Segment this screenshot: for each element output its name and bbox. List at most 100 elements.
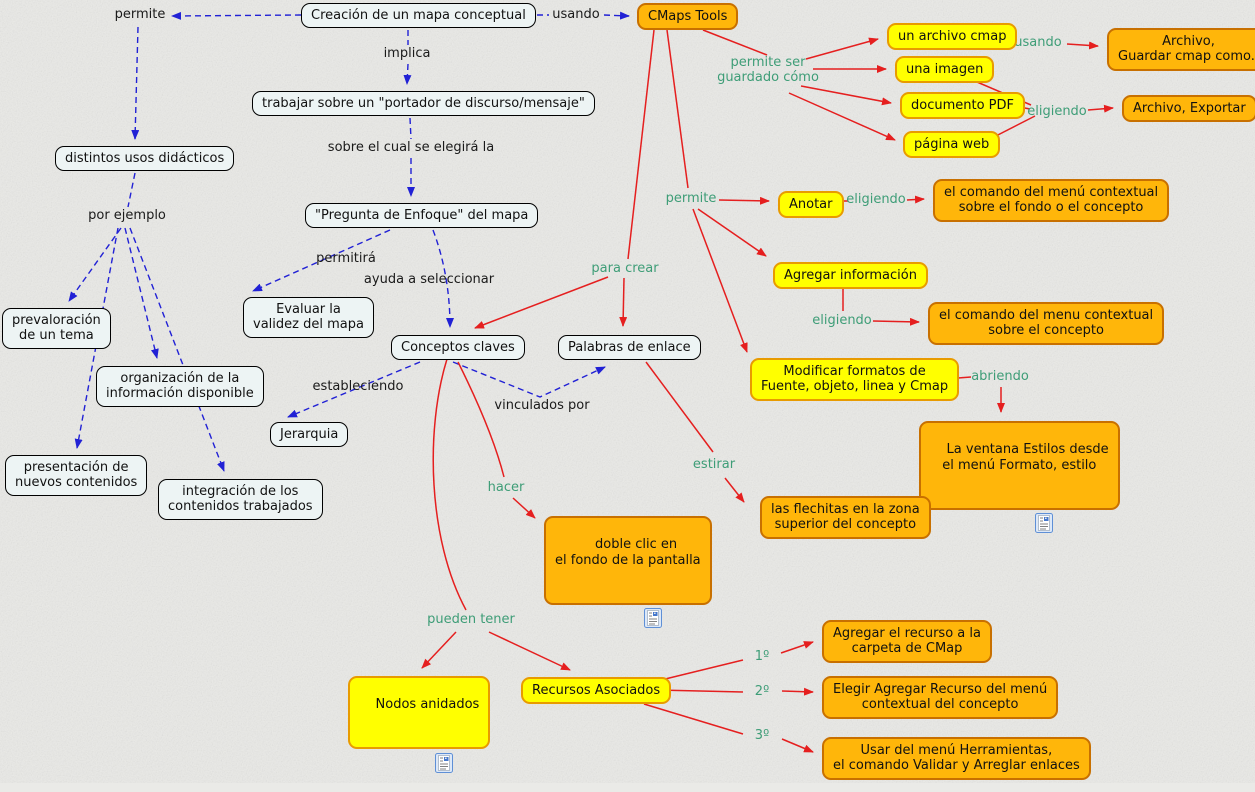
- edge-paracrear-palabras: [619, 277, 628, 327]
- node-anotar[interactable]: Anotar: [778, 191, 844, 219]
- link-label-eligiendo-exportar[interactable]: eligiendo: [1027, 104, 1087, 119]
- node-cmaps-tools[interactable]: CMaps Tools: [637, 3, 739, 31]
- node-guardar-como[interactable]: Archivo, Guardar cmap como..: [1107, 28, 1255, 71]
- link-label-abriendo[interactable]: abriendo: [971, 369, 1029, 384]
- edge-recursos-paso3-a: [643, 703, 744, 735]
- link-label-hacer[interactable]: hacer: [487, 480, 525, 495]
- link-label-paso3[interactable]: 3º: [754, 728, 770, 743]
- link-label-por-ejemplo[interactable]: por ejemplo: [88, 208, 166, 223]
- edge-porejemplo-integracion: [129, 227, 225, 472]
- link-label-permite-ser[interactable]: permite ser guardado cómo: [717, 55, 819, 85]
- edge-puedentener-nodos: [421, 631, 457, 669]
- node-agregar-info[interactable]: Agregar información: [773, 262, 928, 290]
- link-label-eligiendo-anotar[interactable]: eligiendo: [846, 192, 906, 207]
- node-label: Nodos anidados: [375, 697, 480, 713]
- node-organizacion[interactable]: organización de la información disponibl…: [96, 366, 264, 407]
- edge-paracrear-conceptos: [474, 276, 609, 329]
- link-label-ayuda[interactable]: ayuda a seleccionar: [363, 272, 495, 287]
- node-distintos[interactable]: distintos usos didácticos: [55, 146, 235, 172]
- node-label: doble clic en el fondo de la pantalla: [555, 537, 701, 568]
- edge-permite-agregarinfo: [697, 208, 767, 257]
- resource-icon[interactable]: [1010, 498, 1054, 533]
- edge-permiteser-web: [788, 92, 896, 141]
- link-label-usando-top[interactable]: usando: [552, 7, 600, 22]
- node-exportar[interactable]: Archivo, Exportar: [1122, 95, 1255, 123]
- node-modificar[interactable]: Modificar formatos de Fuente, objeto, li…: [750, 358, 960, 401]
- node-prevaloracion[interactable]: prevaloración de un tema: [2, 308, 111, 349]
- edge-permiteser-archivocmap: [805, 37, 879, 60]
- link-label-paso1[interactable]: 1º: [754, 649, 770, 664]
- edge-puedentener-recursos: [488, 631, 571, 671]
- edge-conceptos-hacer-a: [457, 361, 505, 478]
- link-label-paso2[interactable]: 2º: [754, 684, 770, 699]
- node-nodos-anidados[interactable]: Nodos anidados: [348, 676, 491, 773]
- link-label-para-crear[interactable]: para crear: [591, 261, 659, 276]
- resource-icon[interactable]: [410, 737, 453, 773]
- node-doble-clic[interactable]: doble clic en el fondo de la pantalla: [544, 516, 712, 628]
- link-label-eligiendo-agregar[interactable]: eligiendo: [812, 313, 872, 328]
- node-pdf[interactable]: documento PDF: [900, 92, 1026, 120]
- node-presentacion[interactable]: presentación de nuevos contenidos: [5, 455, 148, 496]
- edge-cmaps-permite: [666, 29, 689, 189]
- link-label-estirar[interactable]: estirar: [692, 457, 736, 472]
- link-label-usando-guardar[interactable]: usando: [1014, 35, 1062, 50]
- node-pregunta[interactable]: "Pregunta de Enfoque" del mapa: [305, 203, 539, 229]
- edge-palabras-estirar-a: [645, 361, 714, 453]
- link-label-permite-cmaps[interactable]: permite: [665, 191, 717, 206]
- node-integracion[interactable]: integración de los contenidos trabajados: [158, 479, 323, 520]
- node-label: La ventana Estilos desde el menú Formato…: [942, 442, 1109, 473]
- node-creacion[interactable]: Creación de un mapa conceptual: [301, 3, 536, 29]
- edge-recursos-paso1-b: [780, 641, 814, 654]
- edge-eligiendo-exportar: [1087, 104, 1114, 113]
- edge-usando-guardarcomo: [1066, 41, 1099, 50]
- edge-cmaps-permiteser: [702, 29, 768, 56]
- edge-permiteser-pdf: [800, 85, 892, 106]
- node-menu-fondo[interactable]: el comando del menú contextual sobre el …: [933, 179, 1170, 222]
- node-imagen[interactable]: una imagen: [895, 56, 995, 84]
- node-elegir-agregar[interactable]: Elegir Agregar Recurso del menú contextu…: [822, 676, 1059, 719]
- edge-recursos-paso3-b: [781, 738, 814, 753]
- edge-recursos-paso2-a: [656, 689, 744, 693]
- edge-creacion-implica-b: [403, 63, 412, 85]
- node-menu-concepto[interactable]: el comando del menu contextual sobre el …: [928, 302, 1165, 345]
- edge-permite-anotar: [718, 196, 770, 205]
- link-label-estableciendo[interactable]: estableciendo: [312, 379, 404, 394]
- edge-palabras-estirar-b: [724, 477, 745, 503]
- edge-permite-modificar: [692, 208, 748, 353]
- node-web[interactable]: página web: [903, 131, 1001, 159]
- link-label-vinculados[interactable]: vinculados por: [494, 398, 590, 413]
- resource-icon[interactable]: [619, 593, 662, 628]
- link-label-permite-top[interactable]: permite: [114, 7, 166, 22]
- link-label-permitira[interactable]: permitirá: [316, 251, 376, 266]
- edge-eligiendo-menuconcepto: [872, 317, 920, 326]
- edge-eligiendo-menufondo: [906, 195, 925, 204]
- node-trabajar[interactable]: trabajar sobre un "portador de discurso/…: [252, 91, 595, 117]
- node-recurso-carpeta[interactable]: Agregar el recurso a la carpeta de CMap: [822, 620, 992, 663]
- edge-creacion-usando-b: [603, 11, 630, 20]
- edge-porejemplo-prevaloracion: [68, 227, 122, 302]
- edge-recursos-paso2-b: [781, 687, 814, 696]
- node-usar-menu[interactable]: Usar del menú Herramientas, el comando V…: [822, 737, 1091, 780]
- edge-permite-distintos: [131, 26, 140, 140]
- node-palabras[interactable]: Palabras de enlace: [558, 335, 701, 361]
- edge-conceptos-hacer-b: [512, 497, 536, 519]
- node-evaluar[interactable]: Evaluar la validez del mapa: [243, 297, 374, 338]
- edge-creacion-permite: [171, 11, 302, 20]
- link-label-pueden-tener[interactable]: pueden tener: [427, 612, 515, 627]
- edge-trabajar-sobrecual-a: [409, 117, 412, 140]
- node-recursos[interactable]: Recursos Asociados: [521, 677, 672, 705]
- node-jerarquia[interactable]: Jerarquia: [270, 422, 349, 448]
- node-ventana-estilos[interactable]: La ventana Estilos desde el menú Formato…: [919, 421, 1120, 533]
- link-label-sobre-cual[interactable]: sobre el cual se elegirá la: [327, 140, 495, 155]
- node-conceptos[interactable]: Conceptos claves: [391, 335, 525, 361]
- edge-pregunta-evaluar: [252, 229, 391, 292]
- node-flechitas[interactable]: las flechitas en la zona superior del co…: [760, 496, 931, 539]
- edge-conceptos-palabras: [452, 361, 606, 398]
- edge-recursos-paso1-a: [656, 659, 744, 682]
- link-label-implica[interactable]: implica: [383, 46, 431, 61]
- edge-cmaps-paracrear: [627, 29, 655, 260]
- edge-porejemplo-organizacion: [124, 227, 159, 359]
- node-archivo-cmap[interactable]: un archivo cmap: [887, 23, 1018, 51]
